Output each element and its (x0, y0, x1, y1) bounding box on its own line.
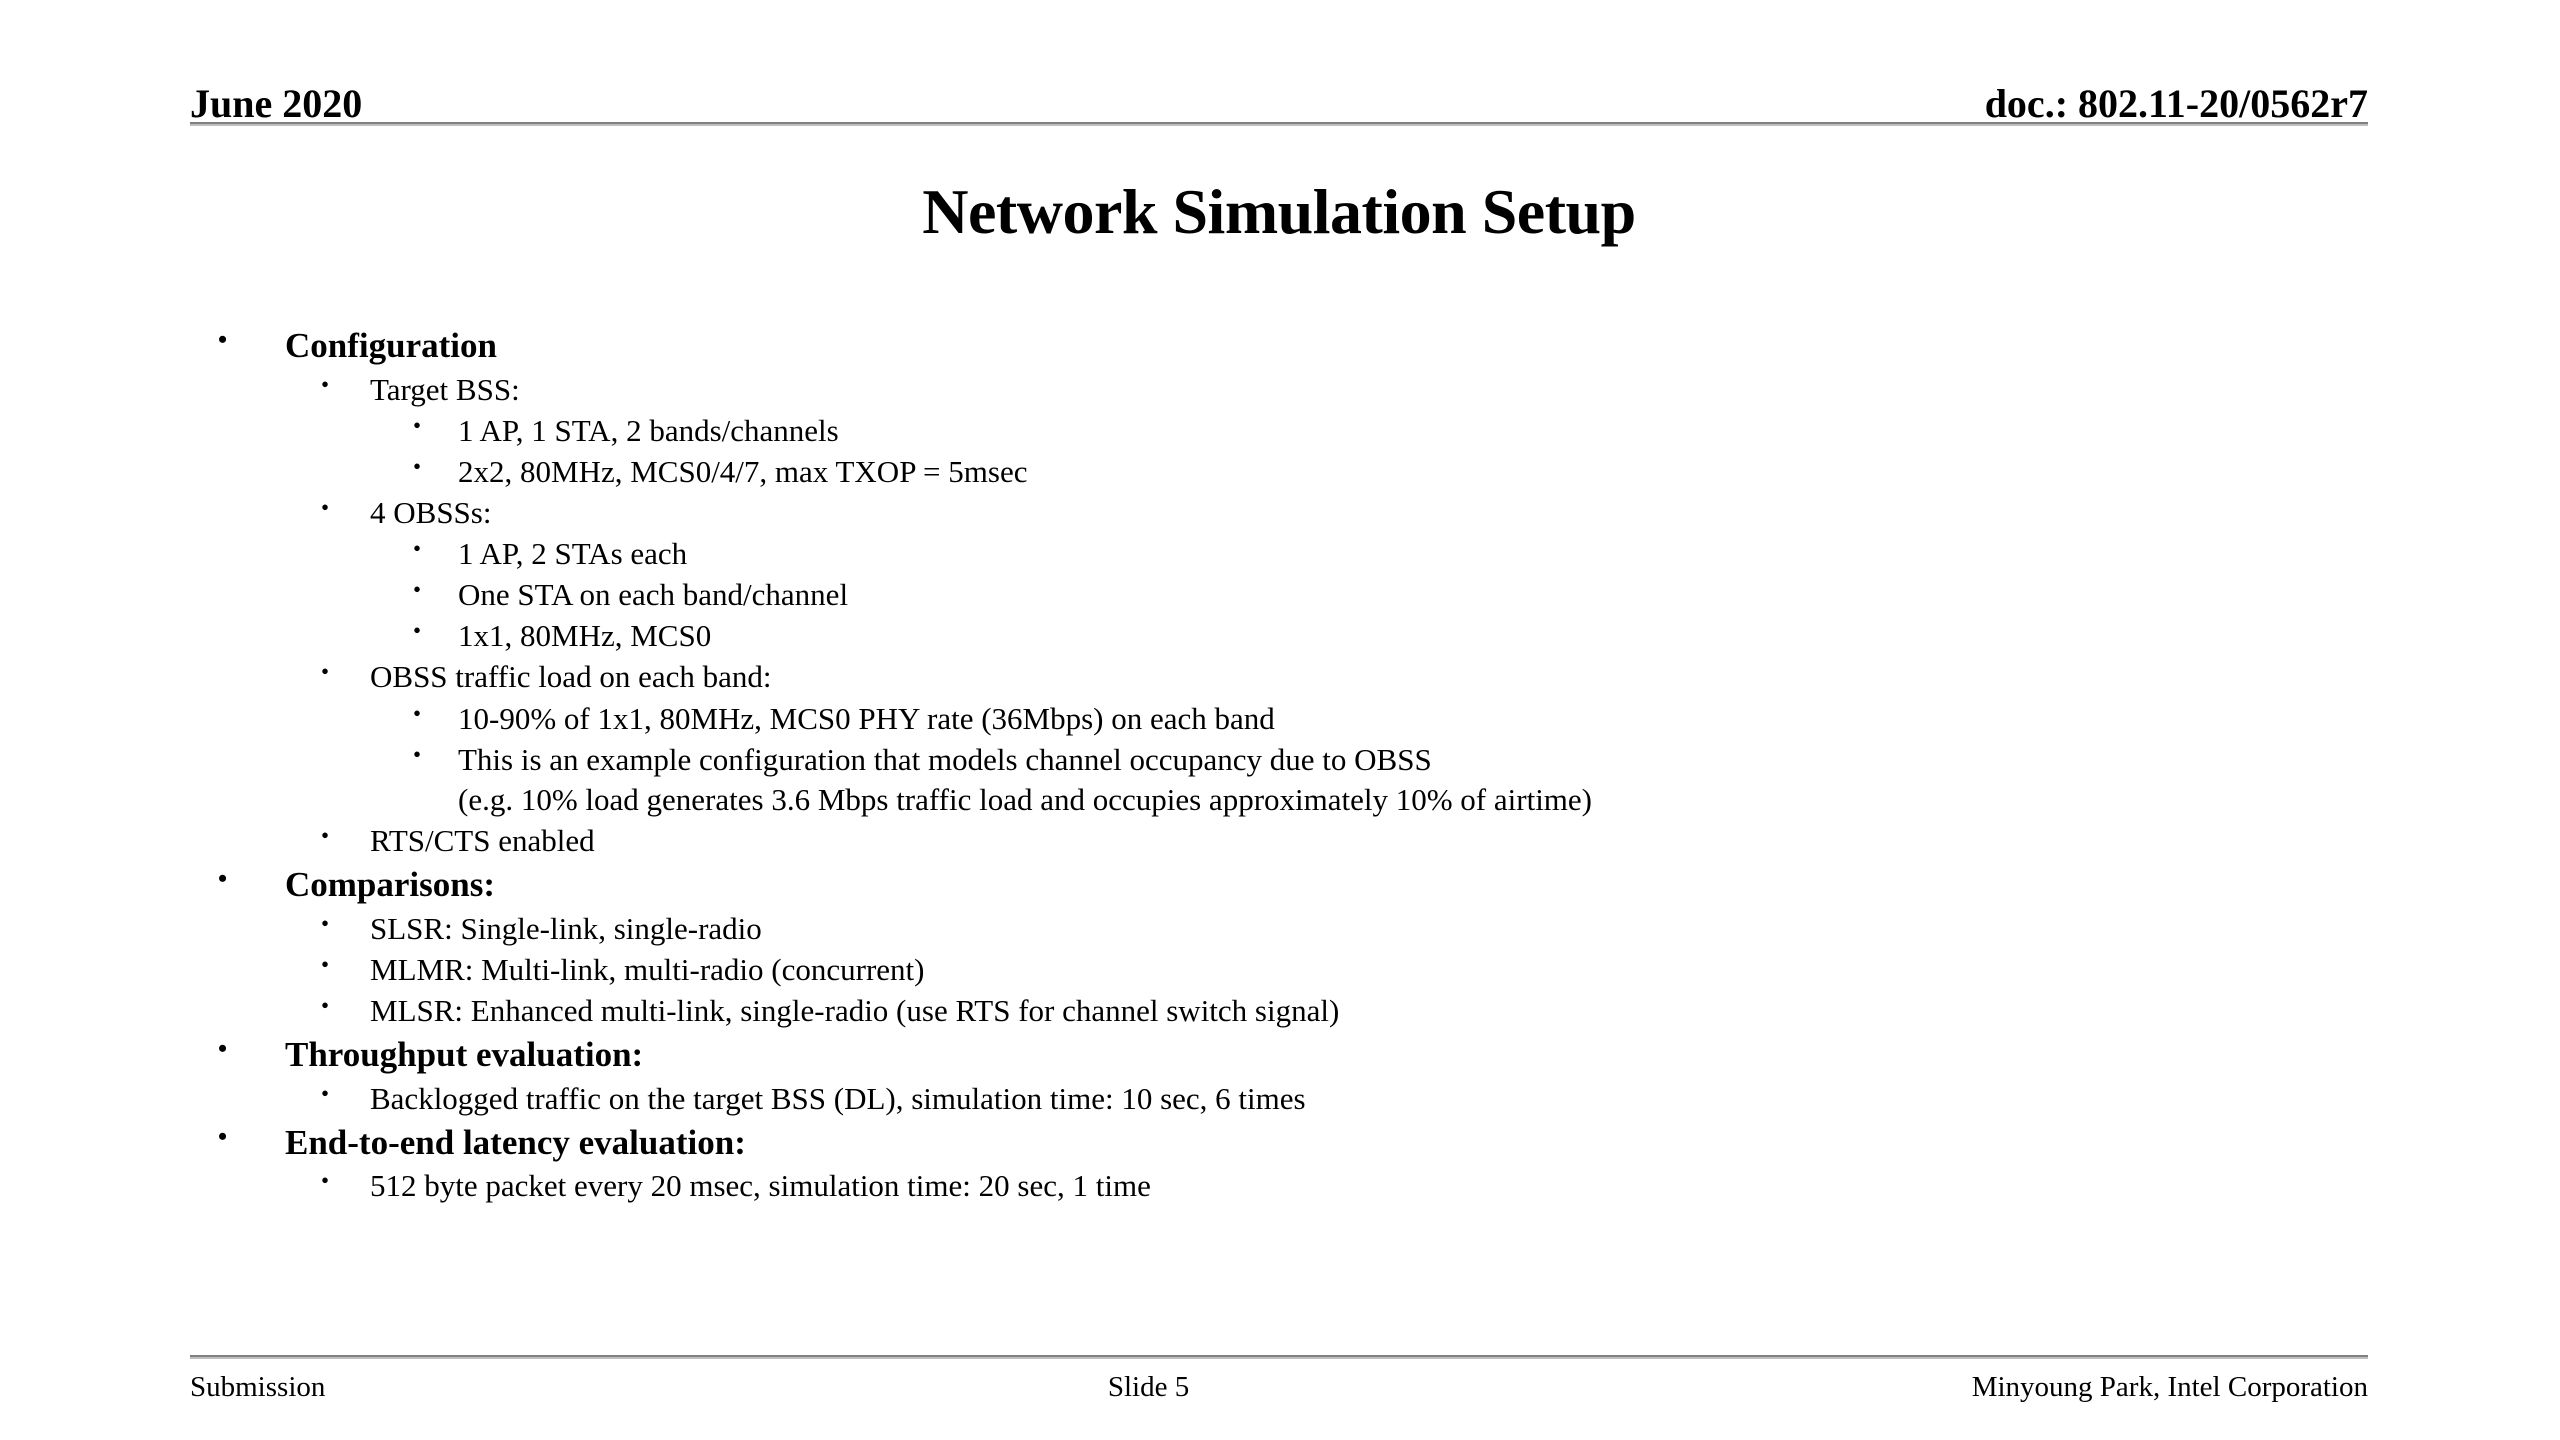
bullet-label: Target BSS: (370, 371, 520, 407)
bullet-obsss: • 4 OBSSs: (190, 493, 2440, 533)
bullet-dot-icon: • (413, 700, 422, 726)
bullet-dot-icon: • (413, 412, 422, 438)
list-item: • SLSR: Single-link, single-radio (190, 909, 2440, 949)
bullet-label: 4 OBSSs: (370, 494, 492, 530)
bullet-label: Configuration (285, 326, 497, 365)
slide-header: June 2020 doc.: 802.11-20/0562r7 (190, 62, 2368, 124)
footer-author: Minyoung Park, Intel Corporation (1971, 1371, 2368, 1403)
list-item: • 512 byte packet every 20 msec, simulat… (190, 1166, 2440, 1206)
bullet-dot-icon: • (321, 1168, 330, 1194)
bullet-dot-icon: • (218, 864, 228, 894)
list-item: • MLMR: Multi-link, multi-radio (concurr… (190, 950, 2440, 990)
bullet-label: MLSR: Enhanced multi-link, single-radio … (370, 992, 1340, 1028)
bullet-dot-icon: • (321, 951, 330, 977)
page-title: Network Simulation Setup (922, 176, 1636, 247)
bullet-dot-icon: • (218, 1121, 228, 1151)
header-divider (190, 122, 2368, 126)
bullet-dot-icon: • (321, 371, 330, 397)
bullet-dot-icon: • (413, 618, 422, 644)
bullet-label: Backlogged traffic on the target BSS (DL… (370, 1080, 1306, 1116)
list-item: • 2x2, 80MHz, MCS0/4/7, max TXOP = 5msec (190, 452, 2440, 492)
list-item: • Backlogged traffic on the target BSS (… (190, 1079, 2440, 1119)
bullet-obss-traffic-load: • OBSS traffic load on each band: (190, 657, 2440, 697)
list-item: • 10-90% of 1x1, 80MHz, MCS0 PHY rate (3… (190, 699, 2440, 739)
bullet-dot-icon: • (218, 1034, 228, 1064)
list-item: • 1 AP, 2 STAs each (190, 534, 2440, 574)
bullet-dot-icon: • (321, 494, 330, 520)
bullet-label: SLSR: Single-link, single-radio (370, 910, 762, 946)
bullet-label-continuation: (e.g. 10% load generates 3.6 Mbps traffi… (458, 781, 1592, 817)
footer-slide-number: Slide 5 (1107, 1371, 1190, 1403)
bullet-label: 1x1, 80MHz, MCS0 (458, 618, 712, 654)
bullet-label: MLMR: Multi-link, multi-radio (concurren… (370, 951, 925, 987)
bullet-dot-icon: • (321, 659, 330, 685)
bullet-configuration: • Configuration (190, 323, 2440, 369)
bullet-label: OBSS traffic load on each band: (370, 659, 772, 695)
bullet-label: This is an example configuration that mo… (458, 741, 1432, 777)
bullet-dot-icon: • (413, 741, 422, 767)
bullet-label: 2x2, 80MHz, MCS0/4/7, max TXOP = 5msec (458, 453, 1028, 489)
bullet-comparisons: • Comparisons: (190, 862, 2440, 908)
bullet-label: 10-90% of 1x1, 80MHz, MCS0 PHY rate (36M… (458, 700, 1275, 736)
list-item: • MLSR: Enhanced multi-link, single-radi… (190, 991, 2440, 1031)
list-item: • 1x1, 80MHz, MCS0 (190, 616, 2440, 656)
header-date: June 2020 (190, 81, 363, 126)
list-item-example: • This is an example configuration that … (190, 740, 2440, 820)
bullet-label: 1 AP, 2 STAs each (458, 536, 688, 572)
bullet-label: 1 AP, 1 STA, 2 bands/channels (458, 412, 839, 448)
bullet-dot-icon: • (321, 992, 330, 1018)
bullet-throughput-evaluation: • Throughput evaluation: (190, 1032, 2440, 1078)
bullet-label: RTS/CTS enabled (370, 823, 595, 859)
bullet-label: 512 byte packet every 20 msec, simulatio… (370, 1168, 1151, 1204)
slide-footer: Submission Slide 5 Minyoung Park, Intel … (190, 1371, 2368, 1414)
bullet-dot-icon: • (321, 1080, 330, 1106)
header-doc-number: doc.: 802.11-20/0562r7 (1984, 81, 2368, 126)
bullet-latency-evaluation: • End-to-end latency evaluation: (190, 1120, 2440, 1166)
bullet-dot-icon: • (321, 910, 330, 936)
bullet-label: Throughput evaluation: (285, 1035, 644, 1075)
bullet-dot-icon: • (413, 453, 422, 479)
bullet-dot-icon: • (413, 577, 422, 603)
bullet-label: End-to-end latency evaluation: (285, 1122, 746, 1162)
bullet-dot-icon: • (321, 823, 330, 849)
bullet-label: One STA on each band/channel (458, 577, 849, 613)
bullet-dot-icon: • (413, 536, 422, 562)
footer-submission-label: Submission (190, 1371, 326, 1403)
list-item: • 1 AP, 1 STA, 2 bands/channels (190, 411, 2440, 451)
bullet-rts-cts: • RTS/CTS enabled (190, 821, 2440, 861)
list-item: • One STA on each band/channel (190, 575, 2440, 615)
slide-body: • Configuration • Target BSS: • 1 AP, 1 … (190, 322, 2440, 1206)
bullet-label: Comparisons: (285, 865, 496, 905)
bullet-target-bss: • Target BSS: (190, 370, 2440, 410)
bullet-dot-icon: • (218, 325, 228, 354)
footer-divider (190, 1355, 2368, 1359)
